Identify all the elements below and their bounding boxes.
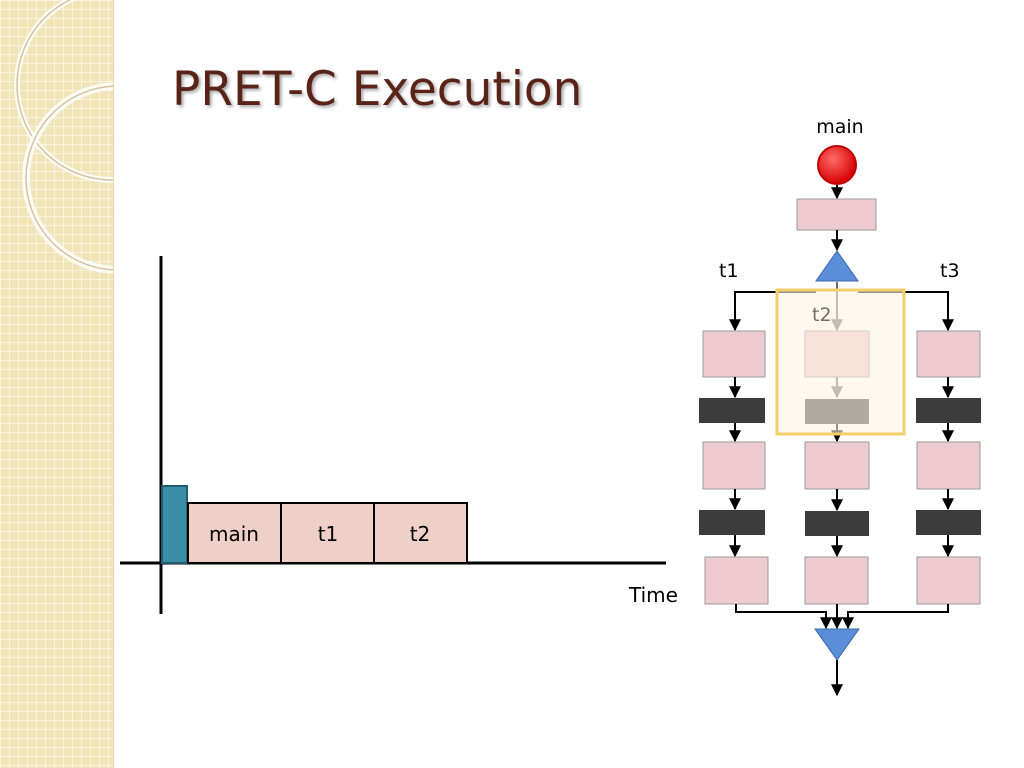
main-process-box <box>796 198 877 231</box>
t1-box-2 <box>702 441 766 490</box>
t2-sync-bar-1 <box>805 399 869 424</box>
t1-sync-bar-2 <box>699 510 765 535</box>
t2-box-2 <box>804 441 870 490</box>
t3-sync-bar-1 <box>916 398 981 423</box>
decorative-sidebar <box>0 0 114 768</box>
start-node <box>817 145 857 185</box>
t1-box-1 <box>702 330 766 378</box>
thread-label-t3: t3 <box>940 260 960 282</box>
execution-timeline: main t1 t2 Time <box>120 256 678 614</box>
t1-box-3 <box>704 556 769 605</box>
main-label: main <box>816 116 863 138</box>
thread-label-t1: t1 <box>719 260 739 282</box>
t3-box-1 <box>916 330 981 378</box>
t2-box-1 <box>804 330 870 378</box>
timeline-block-t2 <box>373 502 468 564</box>
timeline-block-t1 <box>280 502 375 564</box>
t3-box-2 <box>916 441 981 490</box>
t2-sync-bar-2 <box>805 511 869 536</box>
t2-box-3 <box>804 556 869 605</box>
timeline-label-t2: t2 <box>410 522 431 546</box>
time-axis-label: Time <box>628 583 678 607</box>
slide-title: PRET-C Execution <box>172 62 583 117</box>
fork-node <box>815 250 859 282</box>
timeline-label-main: main <box>209 522 259 546</box>
t2-highlight <box>775 288 906 436</box>
t1-sync-bar-1 <box>699 398 765 423</box>
timeline-block-main <box>187 502 282 564</box>
overhead-block <box>161 485 188 564</box>
timeline-label-t1: t1 <box>318 522 339 546</box>
t3-sync-bar-2 <box>916 510 981 535</box>
decorative-circles <box>14 0 113 274</box>
join-node <box>814 628 860 661</box>
thread-label-t2: t2 <box>812 304 832 326</box>
t3-box-3 <box>916 556 981 605</box>
